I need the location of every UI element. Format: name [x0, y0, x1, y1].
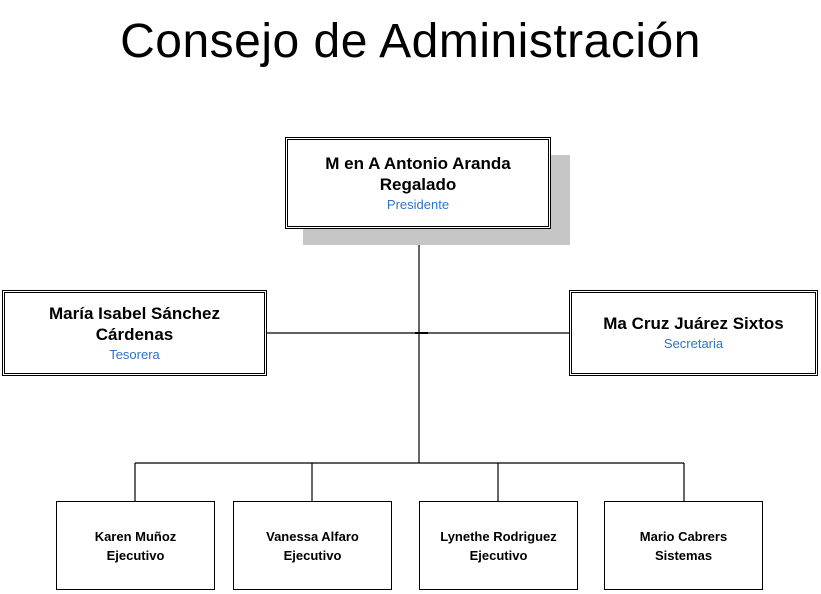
- staff-name: Karen Muñoz: [94, 528, 177, 544]
- staff-box-2: Vanessa Alfaro Ejecutivo: [233, 501, 392, 590]
- president-name-line1: M en A Antonio Aranda: [325, 153, 511, 173]
- treasurer-role: Tesorera: [109, 346, 160, 362]
- staff-role: Ejecutivo: [283, 547, 342, 563]
- staff-box-1: Karen Muñoz Ejecutivo: [56, 501, 215, 590]
- treasurer-box: María Isabel Sánchez Cárdenas Tesorera: [2, 290, 267, 376]
- chart-title: Consejo de Administración: [120, 15, 701, 68]
- president-role: Presidente: [386, 196, 450, 212]
- staff-name: Mario Cabrers: [639, 528, 728, 544]
- staff-box-4: Mario Cabrers Sistemas: [604, 501, 763, 590]
- secretary-box: Ma Cruz Juárez Sixtos Secretaria: [569, 290, 818, 376]
- staff-name: Lynethe Rodriguez: [440, 528, 557, 544]
- president-box: M en A Antonio Aranda Regalado President…: [285, 137, 551, 229]
- staff-name: Vanessa Alfaro: [266, 528, 359, 544]
- staff-role: Ejecutivo: [106, 547, 165, 563]
- treasurer-name-line2: Cárdenas: [95, 324, 174, 344]
- staff-role: Ejecutivo: [469, 547, 528, 563]
- secretary-name: Ma Cruz Juárez Sixtos: [603, 314, 784, 333]
- staff-box-3: Lynethe Rodriguez Ejecutivo: [419, 501, 578, 590]
- secretary-role: Secretaria: [663, 336, 724, 351]
- president-name-line2: Regalado: [379, 174, 457, 194]
- staff-role: Sistemas: [654, 547, 713, 563]
- treasurer-name-line1: María Isabel Sánchez: [48, 303, 221, 323]
